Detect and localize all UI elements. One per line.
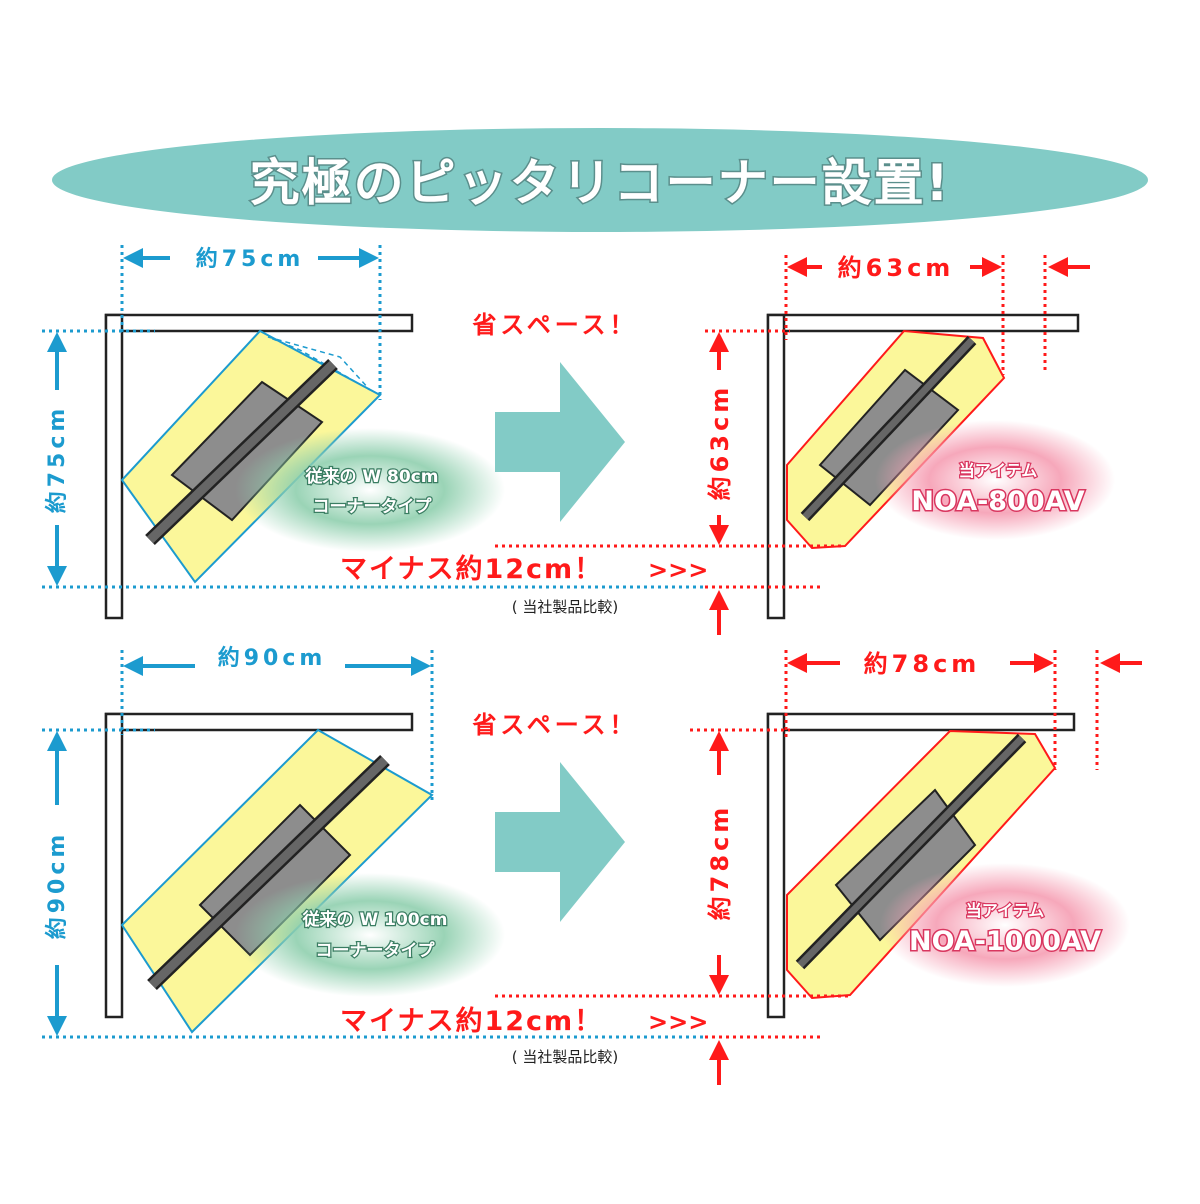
row2-space-label: 省スペース！ [471,711,637,739]
row2-new-width-label: 約78cm [864,650,981,678]
row2-old-width-label: 約90cm [218,645,327,671]
row2-old-tv-screen [198,803,352,957]
row1-new-bubble [875,420,1115,540]
row1-old-label-line1: 従来の W 80cm [304,466,438,487]
row1-new-wall-top [766,313,1080,333]
row1-note: ( 当社製品比較) [512,598,618,616]
row1-new-label-line1: 当アイテム [959,461,1037,480]
row2-minus-label: マイナス約12cm！ [340,1005,603,1037]
row1-old-stand-edge [267,336,371,391]
row2-minus-arrows: >>> [648,1008,708,1036]
row2-new-bubble [880,863,1130,987]
row-2: 従来の W 100cm コーナータイプ 約90cm 約90cm 省スペース！ 当… [42,645,1142,1085]
row2-old-wall-left [104,712,124,1019]
row1-old-bubble [235,428,505,552]
row1-new-wall-left [766,313,786,620]
row1-new-depth-label: 約63cm [706,384,734,501]
title-banner [52,128,1148,232]
row2-new-label-line1: 当アイテム [966,901,1044,920]
row1-old-depth-label: 約75cm [44,405,70,514]
row2-old-label-line1: 従来の W 100cm [302,909,448,930]
row1-minus-label: マイナス約12cm！ [340,553,603,585]
row2-new-depth-label: 約78cm [706,804,734,921]
page-title: 究極のピッタリコーナー設置! [250,154,951,212]
row1-arrow-icon [495,362,625,522]
row1-old-width-label: 約75cm [196,246,305,272]
row1-old-wall-left [104,313,124,620]
row2-old-wall-top [104,712,414,732]
row1-old-wall-top [104,313,414,333]
row1-new-model: NOA-800AV [911,486,1084,517]
row2-new-wall-top [766,712,1076,732]
row1-space-label: 省スペース！ [471,311,637,339]
row1-new-width-label: 約63cm [838,254,955,282]
row2-old-label-line2: コーナータイプ [316,940,436,961]
row1-old-label-line2: コーナータイプ [313,496,433,517]
row-1: 従来の W 80cm コーナータイプ 約75cm 約75cm 省スペース！ 当ア… [42,245,1115,635]
row2-new-model: NOA-1000AV [909,926,1101,957]
row1-minus-arrows: >>> [648,556,708,584]
row2-arrow-icon [495,762,625,922]
row2-old-depth-label: 約90cm [44,831,70,940]
row2-note: ( 当社製品比較) [512,1048,618,1066]
row2-new-wall-left [766,712,786,1019]
row2-old-bubble [235,873,505,997]
